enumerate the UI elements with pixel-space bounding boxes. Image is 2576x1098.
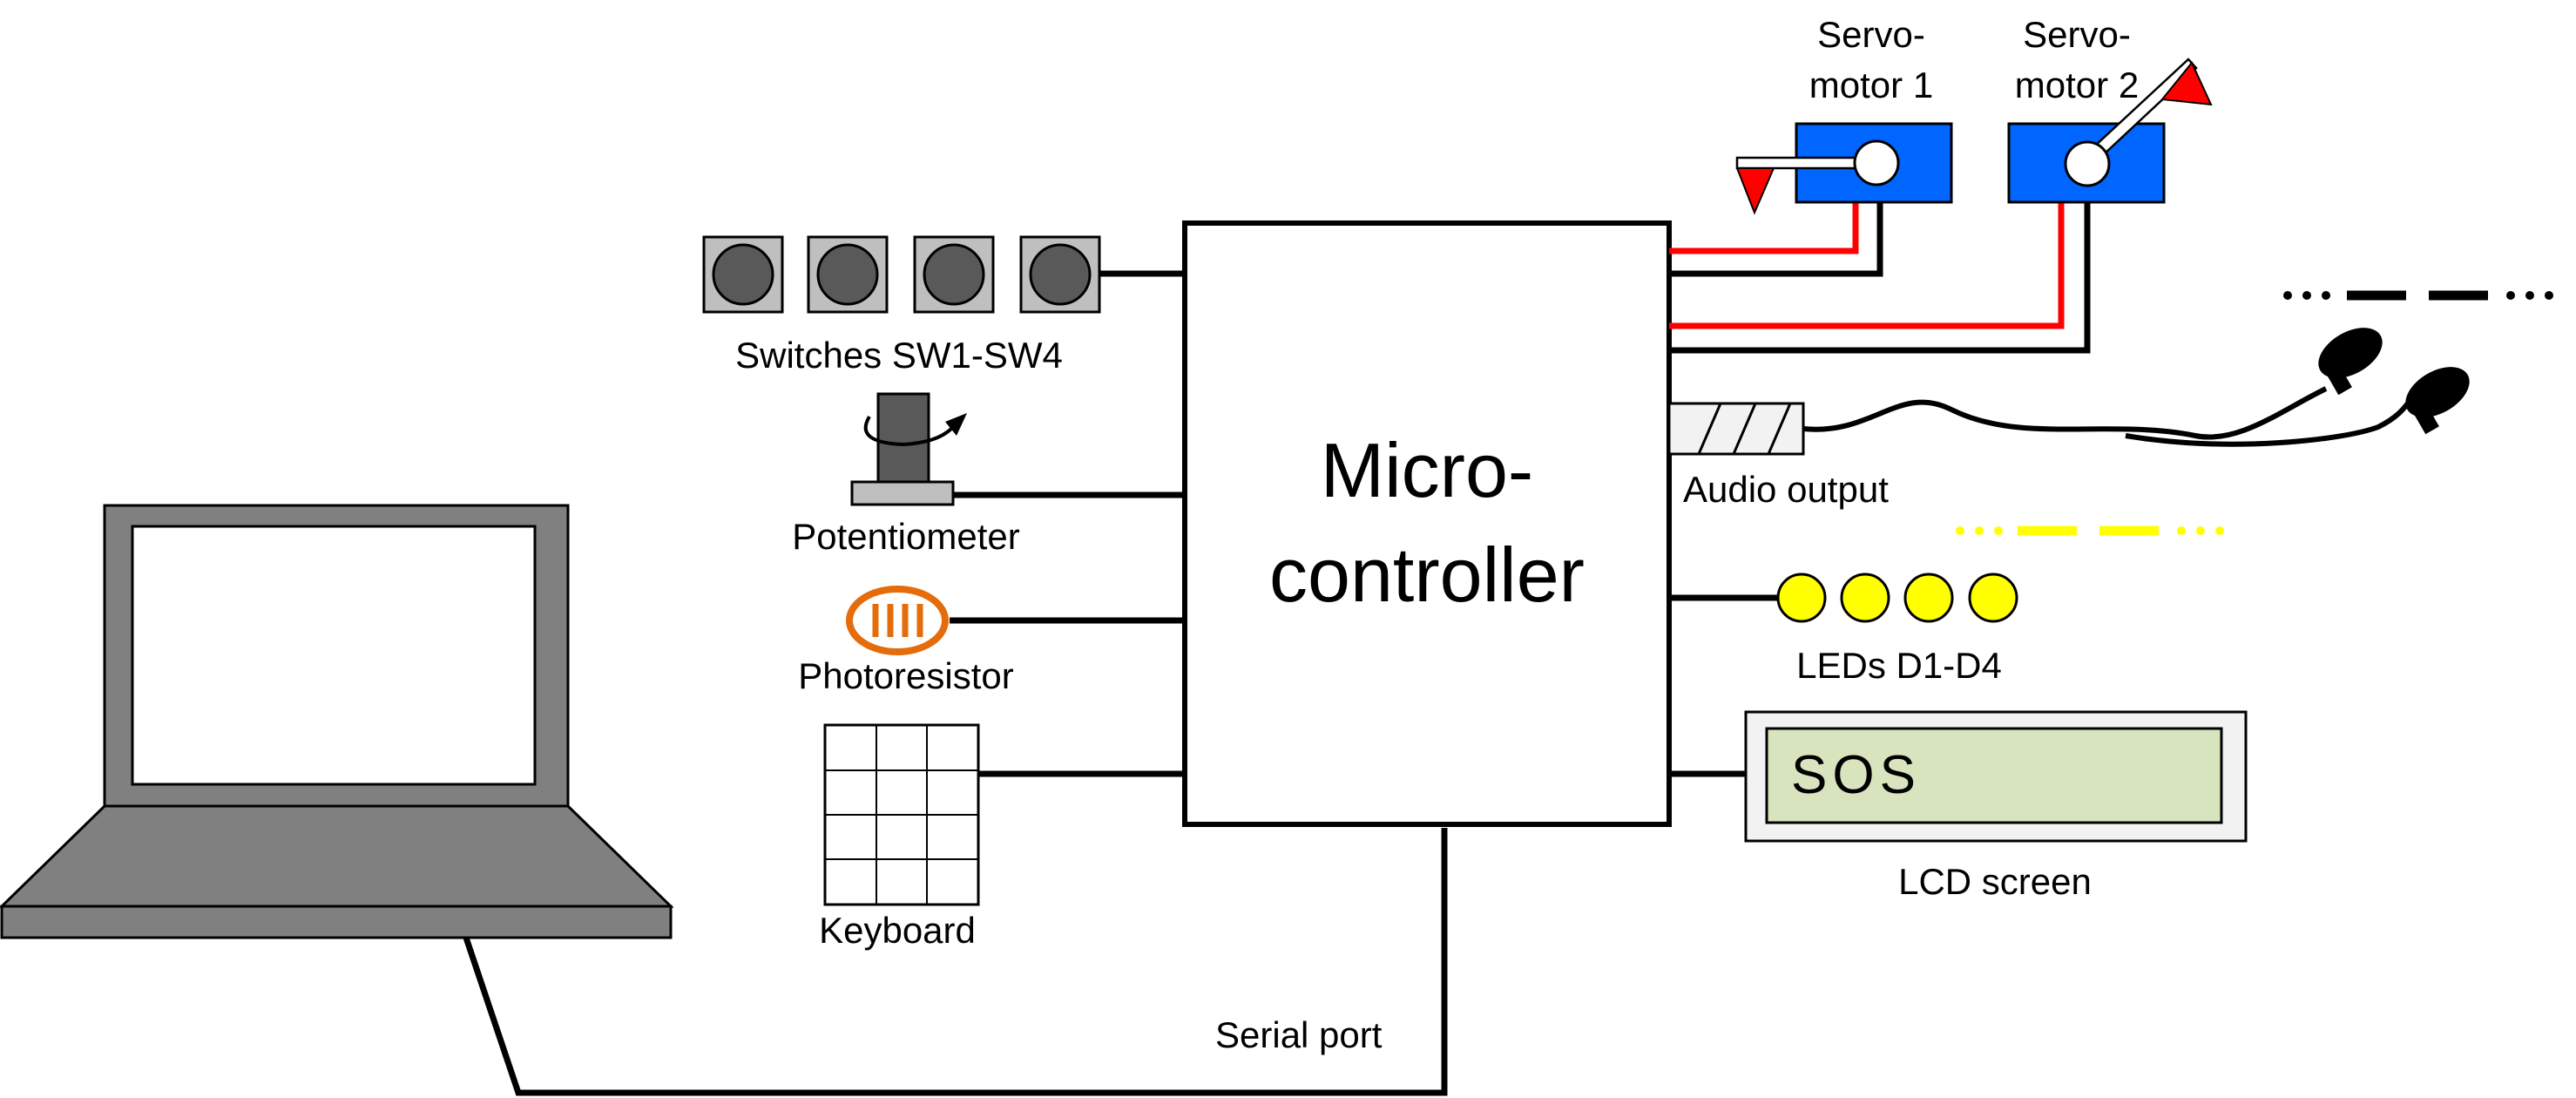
servo-2-label-line1: Servo- — [2023, 14, 2131, 55]
microcontroller-label-line2: controller — [1269, 532, 1585, 618]
switch-sw3 — [913, 235, 995, 314]
lcd-display-text: SOS — [1791, 745, 1921, 805]
servo-1-label-line2: motor 1 — [1809, 64, 1933, 105]
serial-port-label: Serial port — [1215, 1014, 1383, 1055]
laptop — [0, 504, 674, 939]
laptop-keyboard-base — [0, 804, 674, 908]
switch-sw2 — [807, 235, 889, 314]
leds: LEDs D1-D4 — [1669, 573, 2018, 686]
rotation-arrow-icon — [863, 415, 953, 447]
servo-signal-dashes — [2283, 290, 2553, 301]
servo-motor-1: Servo- motor 1 — [1735, 14, 1953, 215]
servo-1-label-line1: Servo- — [1817, 14, 1925, 55]
servo-wires — [1669, 199, 2091, 354]
potentiometer-label: Potentiometer — [792, 516, 1019, 557]
keyboard: Keyboard — [819, 723, 1185, 951]
earphone-cable-2 — [2125, 394, 2416, 447]
servo-2-flag-icon — [2160, 61, 2213, 106]
potentiometer-shaft — [876, 392, 930, 486]
servo-2-hub — [2064, 140, 2111, 187]
led-d1 — [1776, 573, 1827, 623]
servo-1-flag-icon — [1735, 167, 1775, 215]
photoresistor-label: Photoresistor — [798, 655, 1013, 696]
microcontroller-block — [1182, 220, 1672, 827]
led-d4 — [1968, 573, 2018, 623]
servo-2-label-line2: motor 2 — [2015, 64, 2139, 105]
servo-motor-2: Servo- motor 2 — [2007, 14, 2213, 204]
switch-sw4 — [1019, 235, 1101, 314]
switches-label: Switches SW1-SW4 — [735, 335, 1063, 376]
microcontroller-label-line1: Micro- — [1321, 427, 1533, 513]
lcd-display — [1765, 727, 2223, 824]
earbud-right-icon — [2405, 367, 2470, 435]
audio-output: Audio output — [1667, 328, 2470, 510]
laptop-base-edge — [0, 905, 673, 939]
potentiometer-base — [850, 480, 955, 506]
switch-sw1 — [702, 235, 784, 314]
lcd-screen: SOS LCD screen — [1669, 710, 2248, 902]
potentiometer: Potentiometer — [792, 392, 1185, 557]
rotation-arrowhead-icon — [945, 413, 967, 436]
serial-port-wire — [463, 828, 1448, 1096]
led-d2 — [1840, 573, 1890, 623]
switches: Switches SW1-SW4 — [702, 235, 1185, 376]
leds-label: LEDs D1-D4 — [1796, 645, 2002, 686]
audio-output-label: Audio output — [1683, 469, 1889, 510]
photoresistor: Photoresistor — [798, 586, 1185, 696]
earbud-left-icon — [2318, 328, 2383, 396]
photoresistor-body — [846, 586, 949, 655]
earphone-cable — [1802, 386, 2328, 440]
servo-1-hub — [1853, 139, 1900, 186]
led-d3 — [1903, 573, 1954, 623]
keyboard-label: Keyboard — [819, 910, 976, 951]
led-signal-dashes — [1956, 525, 2224, 536]
laptop-display — [131, 525, 537, 786]
lcd-screen-label: LCD screen — [1898, 861, 2092, 902]
